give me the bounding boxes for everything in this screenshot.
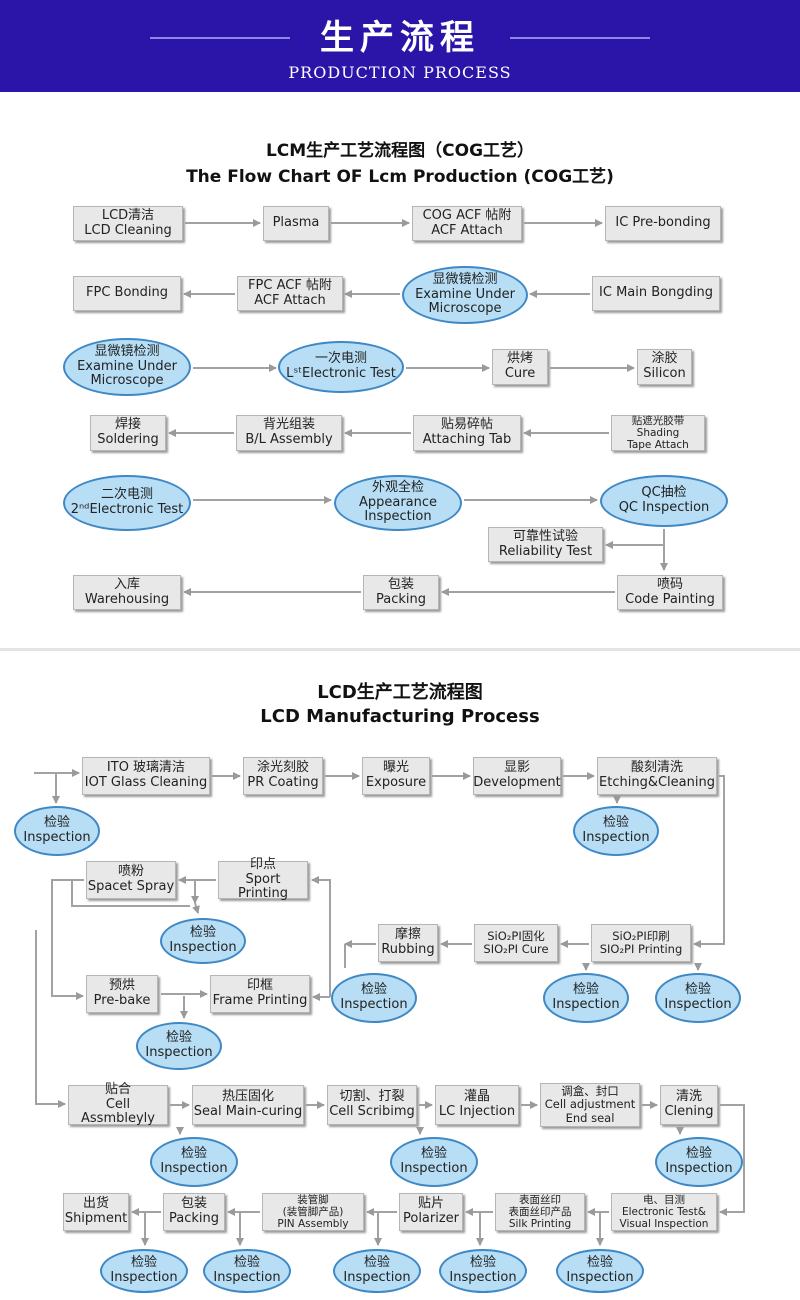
step-ito-cleaning: ITO 玻璃清洁 IOT Glass Cleaning — [82, 757, 210, 795]
step-soldering: 焊接 Soldering — [90, 415, 166, 451]
step-rubbing: 摩擦 Rubbing — [378, 924, 438, 962]
check-appearance: 外观全检 Appearance Inspection — [334, 475, 462, 531]
banner-title: 生产流程 — [320, 18, 480, 58]
step-plasma: Plasma — [263, 206, 329, 241]
flow-arrow-37 — [51, 879, 84, 1000]
inspection-15: 检验 Inspection — [556, 1249, 644, 1293]
inspection-13: 检验 Inspection — [333, 1249, 421, 1293]
lcm-title-en: The Flow Chart OF Lcm Production (COG工艺) — [186, 167, 614, 187]
flow-arrow-36 — [192, 902, 200, 914]
flow-arrow-42 — [35, 930, 66, 1108]
step-bl-assembly: 背光组装 B/L Assembly — [236, 415, 342, 451]
inspection-9: 检验 Inspection — [390, 1137, 478, 1187]
lcd-title-cn: LCD生产工艺流程图 — [317, 682, 483, 703]
step-lc-injection: 灌晶 LC Injection — [435, 1085, 519, 1125]
step-code-painting: 喷码 Code Painting — [617, 575, 723, 610]
step-shipment: 出货 Shipment — [63, 1193, 129, 1231]
lcd-title-en: LCD Manufacturing Process — [260, 706, 540, 727]
step-shading-tape: 贴遮光胶带 Shading Tape Attach — [611, 415, 705, 451]
inspection-11: 检验 Inspection — [100, 1249, 188, 1293]
inspection-6: 检验 Inspection — [655, 973, 741, 1023]
step-fpc-bonding: FPC Bonding — [73, 276, 181, 311]
header-banner: 生产流程 PRODUCTION PROCESS — [0, 0, 800, 92]
step-cleaning: 清洗 Clening — [660, 1085, 718, 1125]
inspection-4: 检验 Inspection — [331, 973, 417, 1023]
step-sport-printing: 印点 Sport Printing — [218, 857, 308, 901]
step-attaching-tab: 贴易碎帖 Attaching Tab — [413, 415, 521, 451]
check-electronic-test-1: 一次电测 LˢᵗElectronic Test — [278, 341, 404, 393]
step-development: 显影 Development — [473, 757, 561, 795]
flow-arrow-38 — [71, 880, 190, 907]
check-electronic-test-2: 二次电测 2ⁿᵈElectronic Test — [63, 475, 191, 531]
check-microscope-1: 显微镜检测 Examine Under Microscope — [402, 266, 528, 324]
step-pin-assembly: 装管脚 (装管脚产品) PIN Assembly — [262, 1193, 364, 1231]
inspection-8: 检验 Inspection — [150, 1137, 238, 1187]
inspection-7: 检验 Inspection — [136, 1022, 222, 1070]
step-visual-inspection: 电、目测 Electronic Test& Visual Inspection — [611, 1193, 717, 1231]
step-lcd-cleaning: LCD清洁 LCD Cleaning — [73, 206, 183, 241]
step-sio2-cure: SiO₂PI固化 SIO₂PI Cure — [474, 924, 558, 962]
step-silicon: 涂胶 Silicon — [637, 349, 692, 385]
step-reliability-test: 可靠性试验 Reliability Test — [488, 527, 603, 562]
flow-arrow-51 — [719, 1104, 745, 1216]
step-seal-main-curing: 热压固化 Seal Main-curing — [192, 1085, 304, 1125]
inspection-2: 检验 Inspection — [573, 806, 659, 856]
step-polarizer: 贴片 Polarizer — [399, 1193, 463, 1231]
inspection-1: 检验 Inspection — [14, 806, 100, 856]
banner-decoration-right — [510, 37, 650, 39]
step-ic-pre-bonding: IC Pre-bonding — [605, 206, 721, 241]
inspection-3: 检验 Inspection — [160, 918, 246, 964]
banner-decoration-left — [150, 37, 290, 39]
lcm-title-cn: LCM生产工艺流程图（COG工艺） — [265, 141, 535, 161]
section-divider — [0, 648, 800, 651]
step-cure: 烘烤 Cure — [492, 349, 548, 385]
step-silk-printing: 表面丝印 表面丝印产品 Silk Printing — [495, 1193, 585, 1231]
flow-arrow-26 — [693, 775, 725, 948]
banner-subtitle: PRODUCTION PROCESS — [288, 63, 512, 82]
step-sio2-printing: SiO₂PI印刷 SIO₂PI Printing — [591, 924, 691, 962]
inspection-12: 检验 Inspection — [203, 1249, 291, 1293]
step-cell-scribing: 切割、打裂 Cell Scribimg — [327, 1085, 417, 1125]
inspection-5: 检验 Inspection — [543, 973, 629, 1023]
flow-arrow-33 — [311, 876, 331, 997]
step-ic-main-bonding: IC Main Bongding — [592, 276, 720, 311]
step-pr-coating: 涂光刻胶 PR Coating — [243, 757, 323, 795]
inspection-10: 检验 Inspection — [655, 1137, 743, 1187]
step-spacet-spray: 喷粉 Spacet Spray — [86, 861, 176, 899]
step-fpc-acf-attach: FPC ACF 帖附 ACF Attach — [237, 276, 343, 311]
check-microscope-2: 显微镜检测 Examine Under Microscope — [63, 338, 191, 396]
inspection-14: 检验 Inspection — [439, 1249, 527, 1293]
step-packing: 包装 Packing — [363, 575, 439, 610]
step-pre-bake: 预烘 Pre-bake — [86, 975, 158, 1013]
step-cell-assembly: 贴合 Cell Assmbleyly — [68, 1082, 168, 1126]
step-cog-acf-attach: COG ACF 帖附 ACF Attach — [412, 206, 522, 241]
step-exposure: 曝光 Exposure — [362, 757, 430, 795]
step-cell-adjustment: 调盒、封口 Cell adjustment End seal — [540, 1083, 640, 1127]
step-packing-lcd: 包装 Packing — [163, 1193, 225, 1231]
step-warehousing: 入库 Warehousing — [73, 575, 181, 610]
step-frame-printing: 印框 Frame Printing — [210, 975, 310, 1013]
step-etching-cleaning: 酸刻清洗 Etching&Cleaning — [597, 757, 717, 795]
check-qc: QC抽检 QC Inspection — [600, 475, 728, 527]
